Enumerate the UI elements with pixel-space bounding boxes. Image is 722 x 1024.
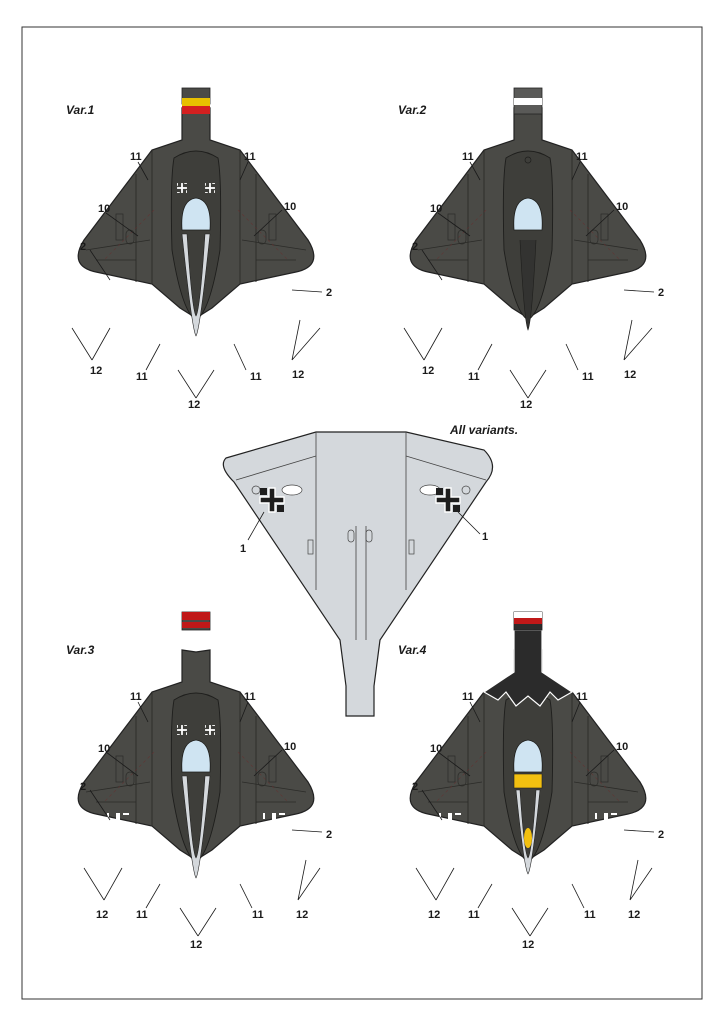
- callout-10: 10: [98, 203, 110, 215]
- callout-12: 12: [296, 909, 308, 921]
- callout-2: 2: [80, 241, 86, 253]
- underside-title: All variants.: [449, 423, 518, 437]
- callout-11: 11: [244, 691, 256, 703]
- callout-2: 2: [326, 829, 332, 841]
- callout-1: 1: [240, 543, 246, 555]
- callout-12: 12: [522, 939, 534, 951]
- callout-2: 2: [658, 829, 664, 841]
- callout-12: 12: [96, 909, 108, 921]
- callout-11: 11: [468, 909, 480, 921]
- underside-all-variants: [222, 431, 494, 717]
- callout-2: 2: [412, 241, 418, 253]
- sheet-frame: [21, 26, 703, 1000]
- callout-12: 12: [188, 399, 200, 411]
- callout-12: 12: [628, 909, 640, 921]
- variant-3-title: Var.3: [66, 643, 95, 657]
- callout-12: 12: [422, 365, 434, 377]
- variant-4-title: Var.4: [398, 643, 427, 657]
- callout-10: 10: [284, 201, 296, 213]
- variant-4: [409, 611, 647, 875]
- callout-10: 10: [430, 203, 442, 215]
- callout-1: 1: [482, 531, 488, 543]
- callout-2: 2: [80, 781, 86, 793]
- callout-12: 12: [624, 369, 636, 381]
- callout-12: 12: [190, 939, 202, 951]
- callout-2: 2: [658, 287, 664, 299]
- callout-11: 11: [244, 151, 256, 163]
- callout-11: 11: [582, 371, 594, 383]
- callout-2: 2: [326, 287, 332, 299]
- callout-11: 11: [252, 909, 264, 921]
- callout-10: 10: [284, 741, 296, 753]
- callout-11: 11: [576, 691, 588, 703]
- callout-11: 11: [250, 371, 262, 383]
- callout-12: 12: [428, 909, 440, 921]
- variant-1: [77, 87, 315, 337]
- callout-11: 11: [462, 151, 474, 163]
- callout-10: 10: [430, 743, 442, 755]
- callout-12: 12: [520, 399, 532, 411]
- variant-2: [409, 87, 647, 331]
- callout-11: 11: [576, 151, 588, 163]
- variant-1-title: Var.1: [66, 103, 95, 117]
- callout-11: 11: [584, 909, 596, 921]
- callout-11: 11: [130, 151, 142, 163]
- callout-10: 10: [616, 741, 628, 753]
- variant-2-title: Var.2: [398, 103, 427, 117]
- callout-11: 11: [130, 691, 142, 703]
- callout-2: 2: [412, 781, 418, 793]
- callout-10: 10: [616, 201, 628, 213]
- callout-12: 12: [90, 365, 102, 377]
- callout-11: 11: [468, 371, 480, 383]
- callout-12: 12: [292, 369, 304, 381]
- callout-11: 11: [136, 909, 148, 921]
- variant-3: [77, 611, 315, 879]
- callout-11: 11: [136, 371, 148, 383]
- callout-11: 11: [462, 691, 474, 703]
- callout-10: 10: [98, 743, 110, 755]
